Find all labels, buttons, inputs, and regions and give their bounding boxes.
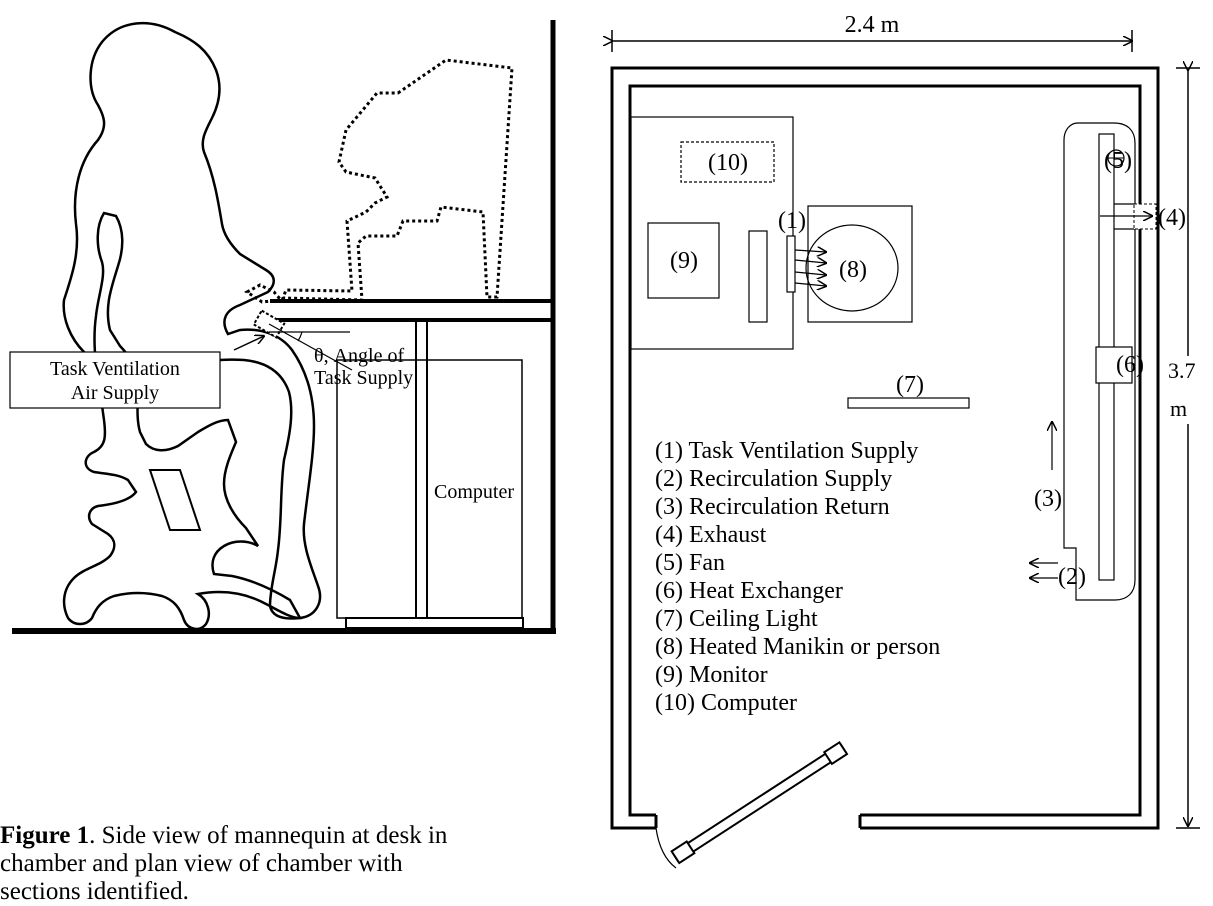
- task-jet-2: [794, 260, 826, 263]
- marker-7: (7): [896, 372, 924, 398]
- task-jet-3: [794, 272, 826, 275]
- plan-view: 2.4 m 3.7 m (10) (9) (1): [610, 12, 1210, 869]
- plan-ceiling-light: [847, 397, 970, 409]
- door-swing-arc: [655, 827, 677, 869]
- height-dim-gap: [1164, 356, 1210, 424]
- task-ventilation-label-box: [9, 351, 221, 409]
- legend-item: (7) Ceiling Light: [655, 606, 818, 632]
- caption-label: Figure 1: [0, 822, 90, 849]
- chair-column: [148, 469, 202, 531]
- marker-4: (4): [1158, 205, 1186, 231]
- plan-monitor: [647, 222, 720, 299]
- figure-canvas: Computer Task Ventilation Air Supply θ, …: [9, 12, 1210, 869]
- marker-3: (3): [1034, 486, 1062, 512]
- plan-desk: [630, 116, 794, 350]
- plan-task-supply: [786, 235, 796, 293]
- computer-tower: [336, 359, 523, 619]
- angle-supply-line: [268, 323, 353, 371]
- legend: (1) Task Ventilation Supply (2) Recircul…: [655, 438, 940, 716]
- width-dimension-label: 2.4 m: [845, 12, 900, 38]
- angle-label-line2: Task Supply: [314, 367, 413, 389]
- figure: Computer Task Ventilation Air Supply θ, …: [0, 12, 1210, 905]
- marker-2: (2): [1058, 564, 1086, 590]
- legend-item: (5) Fan: [655, 550, 725, 576]
- height-dimension-value: 3.7: [1168, 358, 1196, 383]
- legend-item: (10) Computer: [655, 690, 797, 716]
- figure-caption: Figure 1. Side view of mannequin at desk…: [0, 822, 600, 906]
- duct-outer-top: [1078, 122, 1136, 204]
- plan-manikin: [805, 224, 899, 312]
- plan-manikin-chair: [807, 205, 913, 323]
- legend-item: (2) Recirculation Supply: [655, 466, 892, 492]
- desk-base: [345, 617, 524, 629]
- chamber-inner-wall: [628, 84, 1142, 817]
- task-ventilation-label-line2: Air Supply: [71, 382, 159, 404]
- marker-5: (5): [1104, 148, 1132, 174]
- marker-9: (9): [670, 248, 698, 274]
- task-ventilation-label-line1: Task Ventilation: [50, 358, 180, 380]
- computer-label: Computer: [434, 481, 514, 503]
- legend-item: (1) Task Ventilation Supply: [655, 438, 918, 464]
- legend-item: (9) Monitor: [655, 662, 768, 688]
- marker-10: (10): [708, 150, 748, 176]
- side-view: Computer Task Ventilation Air Supply θ, …: [9, 20, 556, 634]
- task-ventilation-arrow: [233, 336, 264, 351]
- plan-computer: [680, 141, 775, 183]
- chair-outline: [62, 211, 303, 631]
- task-jet-1: [794, 250, 826, 252]
- marker-1: (1): [778, 208, 806, 234]
- duct-outer: [1063, 122, 1136, 601]
- marker-8: (8): [839, 257, 867, 283]
- heat-exchanger: [1095, 346, 1133, 384]
- plan-keyboard: [748, 230, 768, 323]
- monitor-outline: [280, 58, 514, 302]
- marker-6: (6): [1116, 352, 1144, 378]
- legend-item: (4) Exhaust: [655, 522, 767, 548]
- task-jet-4: [794, 283, 826, 286]
- legend-item: (6) Heat Exchanger: [655, 578, 843, 604]
- person-silhouette: [62, 21, 322, 620]
- legend-item: (8) Heated Manikin or person: [655, 634, 940, 660]
- legend-item: (3) Recirculation Return: [655, 494, 890, 520]
- angle-arc: [297, 331, 303, 342]
- height-dimension-unit: m: [1170, 396, 1187, 421]
- door: [670, 740, 849, 865]
- chamber-outer-wall: [610, 66, 1160, 830]
- angle-label-line1: θ, Angle of: [314, 345, 404, 367]
- keyboard-outline: [244, 283, 285, 304]
